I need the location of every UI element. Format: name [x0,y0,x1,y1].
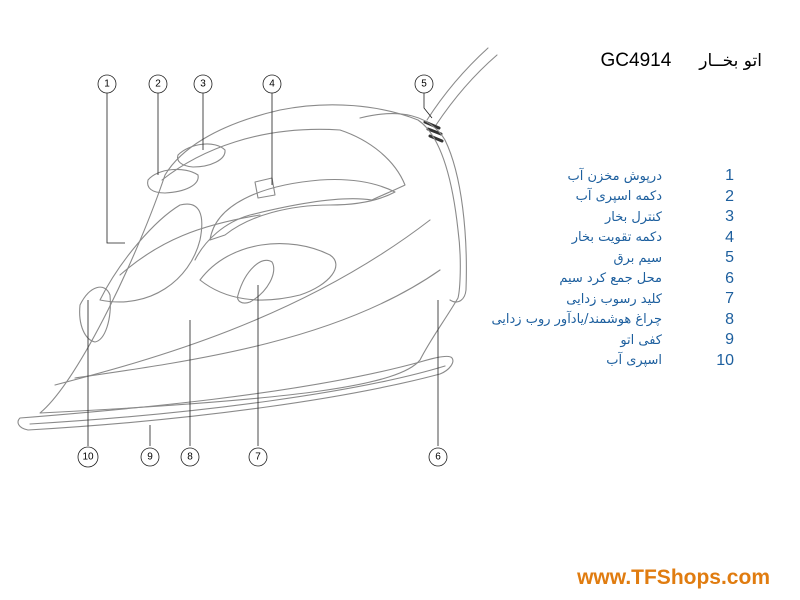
callout-8: 8 [187,452,193,463]
website-link[interactable]: www.TFShops.com [577,566,770,589]
part-number: 4 [725,228,734,246]
part-label: کنترل بخار [604,209,662,225]
list-item: کفی اتو 9 [404,330,734,351]
part-number: 3 [725,208,734,226]
callout-6: 6 [435,452,441,463]
part-label: سیم برق [613,250,662,266]
list-item: محل جمع کرد سیم 6 [404,269,734,290]
callout-4: 4 [269,79,275,90]
decalc-knob [237,259,275,304]
power-cord-edge-b [435,54,498,126]
water-tank [99,203,203,303]
callout-1: 1 [104,79,110,90]
part-label: محل جمع کرد سیم [559,271,662,287]
part-number: 10 [716,351,734,369]
model-number: GC4914 [600,50,672,71]
part-label: چراغ هوشمند/یادآور روب زدایی [491,312,662,328]
callout-3: 3 [200,79,206,90]
steam-dial [177,143,226,168]
iron-body-outline [39,104,461,414]
callout-2: 2 [155,79,161,90]
part-number: 9 [725,331,734,349]
page-title: اتو بخــار [699,51,762,71]
list-item: درپوش مخزن آب 1 [404,166,734,187]
part-label: اسپری آب [606,353,662,369]
list-item: چراغ هوشمند/یادآور روب زدایی 8 [404,310,734,331]
part-number: 5 [725,249,734,267]
handle-opening [209,179,396,241]
part-label: دکمه تقویت بخار [571,230,662,246]
callout-7: 7 [255,452,261,463]
power-cord-edge-a [426,47,489,121]
part-number: 2 [725,187,734,205]
callout-9: 9 [147,452,153,463]
list-item: کلید رسوب زدایی 7 [404,289,734,310]
side-panel [199,243,337,301]
power-cord [426,48,496,126]
part-label: دکمه اسپری آب [575,189,662,205]
soleplate-outline [17,355,454,431]
body-contour-low [74,269,441,379]
steam-boost-trigger [254,177,276,199]
list-item: دکمه اسپری آب 2 [404,187,734,208]
header: GC4914 اتو بخــار [601,50,762,72]
part-number: 8 [725,310,734,328]
list-item: دکمه تقویت بخار 4 [404,228,734,249]
part-label: درپوش مخزن آب [567,168,662,184]
body-contour-mid [54,219,431,386]
list-item: کنترل بخار 3 [404,207,734,228]
cord-winding-heel [359,113,467,303]
part-label: کفی اتو [620,332,662,348]
spray-button [147,168,199,194]
part-label: کلید رسوب زدایی [566,291,662,307]
body-contour-top [119,214,261,276]
list-item: اسپری آب 10 [404,351,734,372]
callout-10: 10 [82,452,94,463]
soleplate-line [29,365,446,425]
handle-outline [161,128,406,261]
part-number: 7 [725,290,734,308]
part-number: 1 [725,167,734,185]
callout-5: 5 [421,79,427,90]
list-item: سیم برق 5 [404,248,734,269]
parts-list: درپوش مخزن آب 1 دکمه اسپری آب 2 کنترل بخار… [404,166,734,371]
front-nose [79,286,111,343]
part-number: 6 [725,269,734,287]
